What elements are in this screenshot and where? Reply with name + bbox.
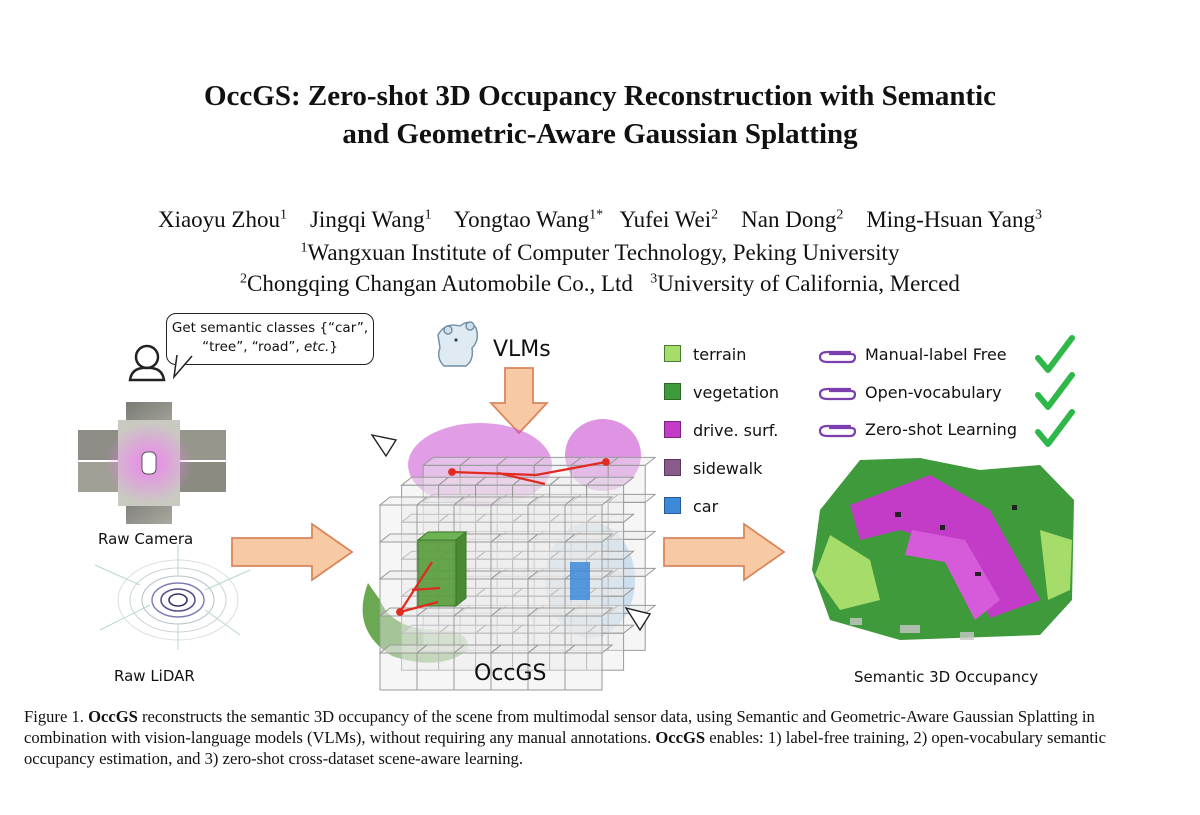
legend-cube-icon <box>664 497 681 514</box>
bubble-tail <box>172 355 193 380</box>
vlms-label: VLMs <box>493 337 551 362</box>
arrow-input-to-occgs <box>231 522 354 582</box>
raw-lidar-image <box>94 545 251 650</box>
paperclip-icon <box>818 424 857 438</box>
bear-icon <box>437 321 479 367</box>
bubble-line-1: Get semantic classes {“car”, <box>171 320 369 336</box>
occupancy-grid <box>362 419 657 691</box>
bubble-line-2: “tree”, “road”, etc.} <box>202 339 338 355</box>
check-icon <box>1035 335 1075 373</box>
legend-cube-icon <box>664 383 681 400</box>
author: Yufei Wei2 <box>619 207 719 232</box>
author-list: Xiaoyu Zhou1 Jingqi Wang1 Yongtao Wang1*… <box>0 205 1200 235</box>
check-icon <box>1035 409 1075 447</box>
legend-cube-icon <box>664 459 681 476</box>
legend-cube-icon <box>664 345 681 362</box>
paper-title: OccGS: Zero-shot 3D Occupancy Reconstruc… <box>0 77 1200 153</box>
legend-item-vegetation: vegetation <box>664 383 779 403</box>
semantic-occupancy-image <box>812 458 1074 640</box>
author: Jingqi Wang1 <box>309 207 432 232</box>
output-label: Semantic 3D Occupancy <box>854 668 1039 686</box>
raw-camera-image <box>78 402 226 524</box>
raw-lidar-label: Raw LiDAR <box>114 667 195 685</box>
affiliation-2-3: 2Chongqing Changan Automobile Co., Ltd 3… <box>240 271 960 296</box>
check-icon <box>1035 372 1075 410</box>
figure-graphic <box>78 321 1075 691</box>
feature-open-vocabulary: Open-vocabulary <box>865 383 1002 402</box>
legend-cube-icon <box>664 421 681 438</box>
person-icon <box>128 344 166 382</box>
author: Ming-Hsuan Yang3 <box>866 207 1043 232</box>
speech-bubble: Get semantic classes {“car”, “tree”, “ro… <box>166 313 374 365</box>
figure-caption: Figure 1. OccGS reconstructs the semanti… <box>24 707 1106 768</box>
legend-item-terrain: terrain <box>664 345 746 365</box>
title-line-2: and Geometric-Aware Gaussian Splatting <box>342 118 858 150</box>
paperclip-icon <box>818 350 857 364</box>
feature-manual-label-free: Manual-label Free <box>865 345 1007 364</box>
paperclip-icon <box>818 387 857 401</box>
raw-camera-label: Raw Camera <box>98 530 194 548</box>
legend-item-car: car <box>664 497 718 517</box>
author: Yongtao Wang1* <box>453 207 604 232</box>
arrow-vlms-down <box>488 367 550 435</box>
arrow-occgs-to-output <box>663 522 786 582</box>
author: Xiaoyu Zhou1 <box>157 207 287 232</box>
occgs-label: OccGS <box>474 661 547 686</box>
legend-item-drive-surface: drive. surf. <box>664 421 778 441</box>
feature-zero-shot: Zero-shot Learning <box>865 420 1017 439</box>
affiliation-1: 1Wangxuan Institute of Computer Technolo… <box>300 240 900 265</box>
legend-item-sidewalk: sidewalk <box>664 459 762 479</box>
author: Nan Dong2 <box>741 207 844 232</box>
title-line-1: OccGS: Zero-shot 3D Occupancy Reconstruc… <box>203 80 997 112</box>
